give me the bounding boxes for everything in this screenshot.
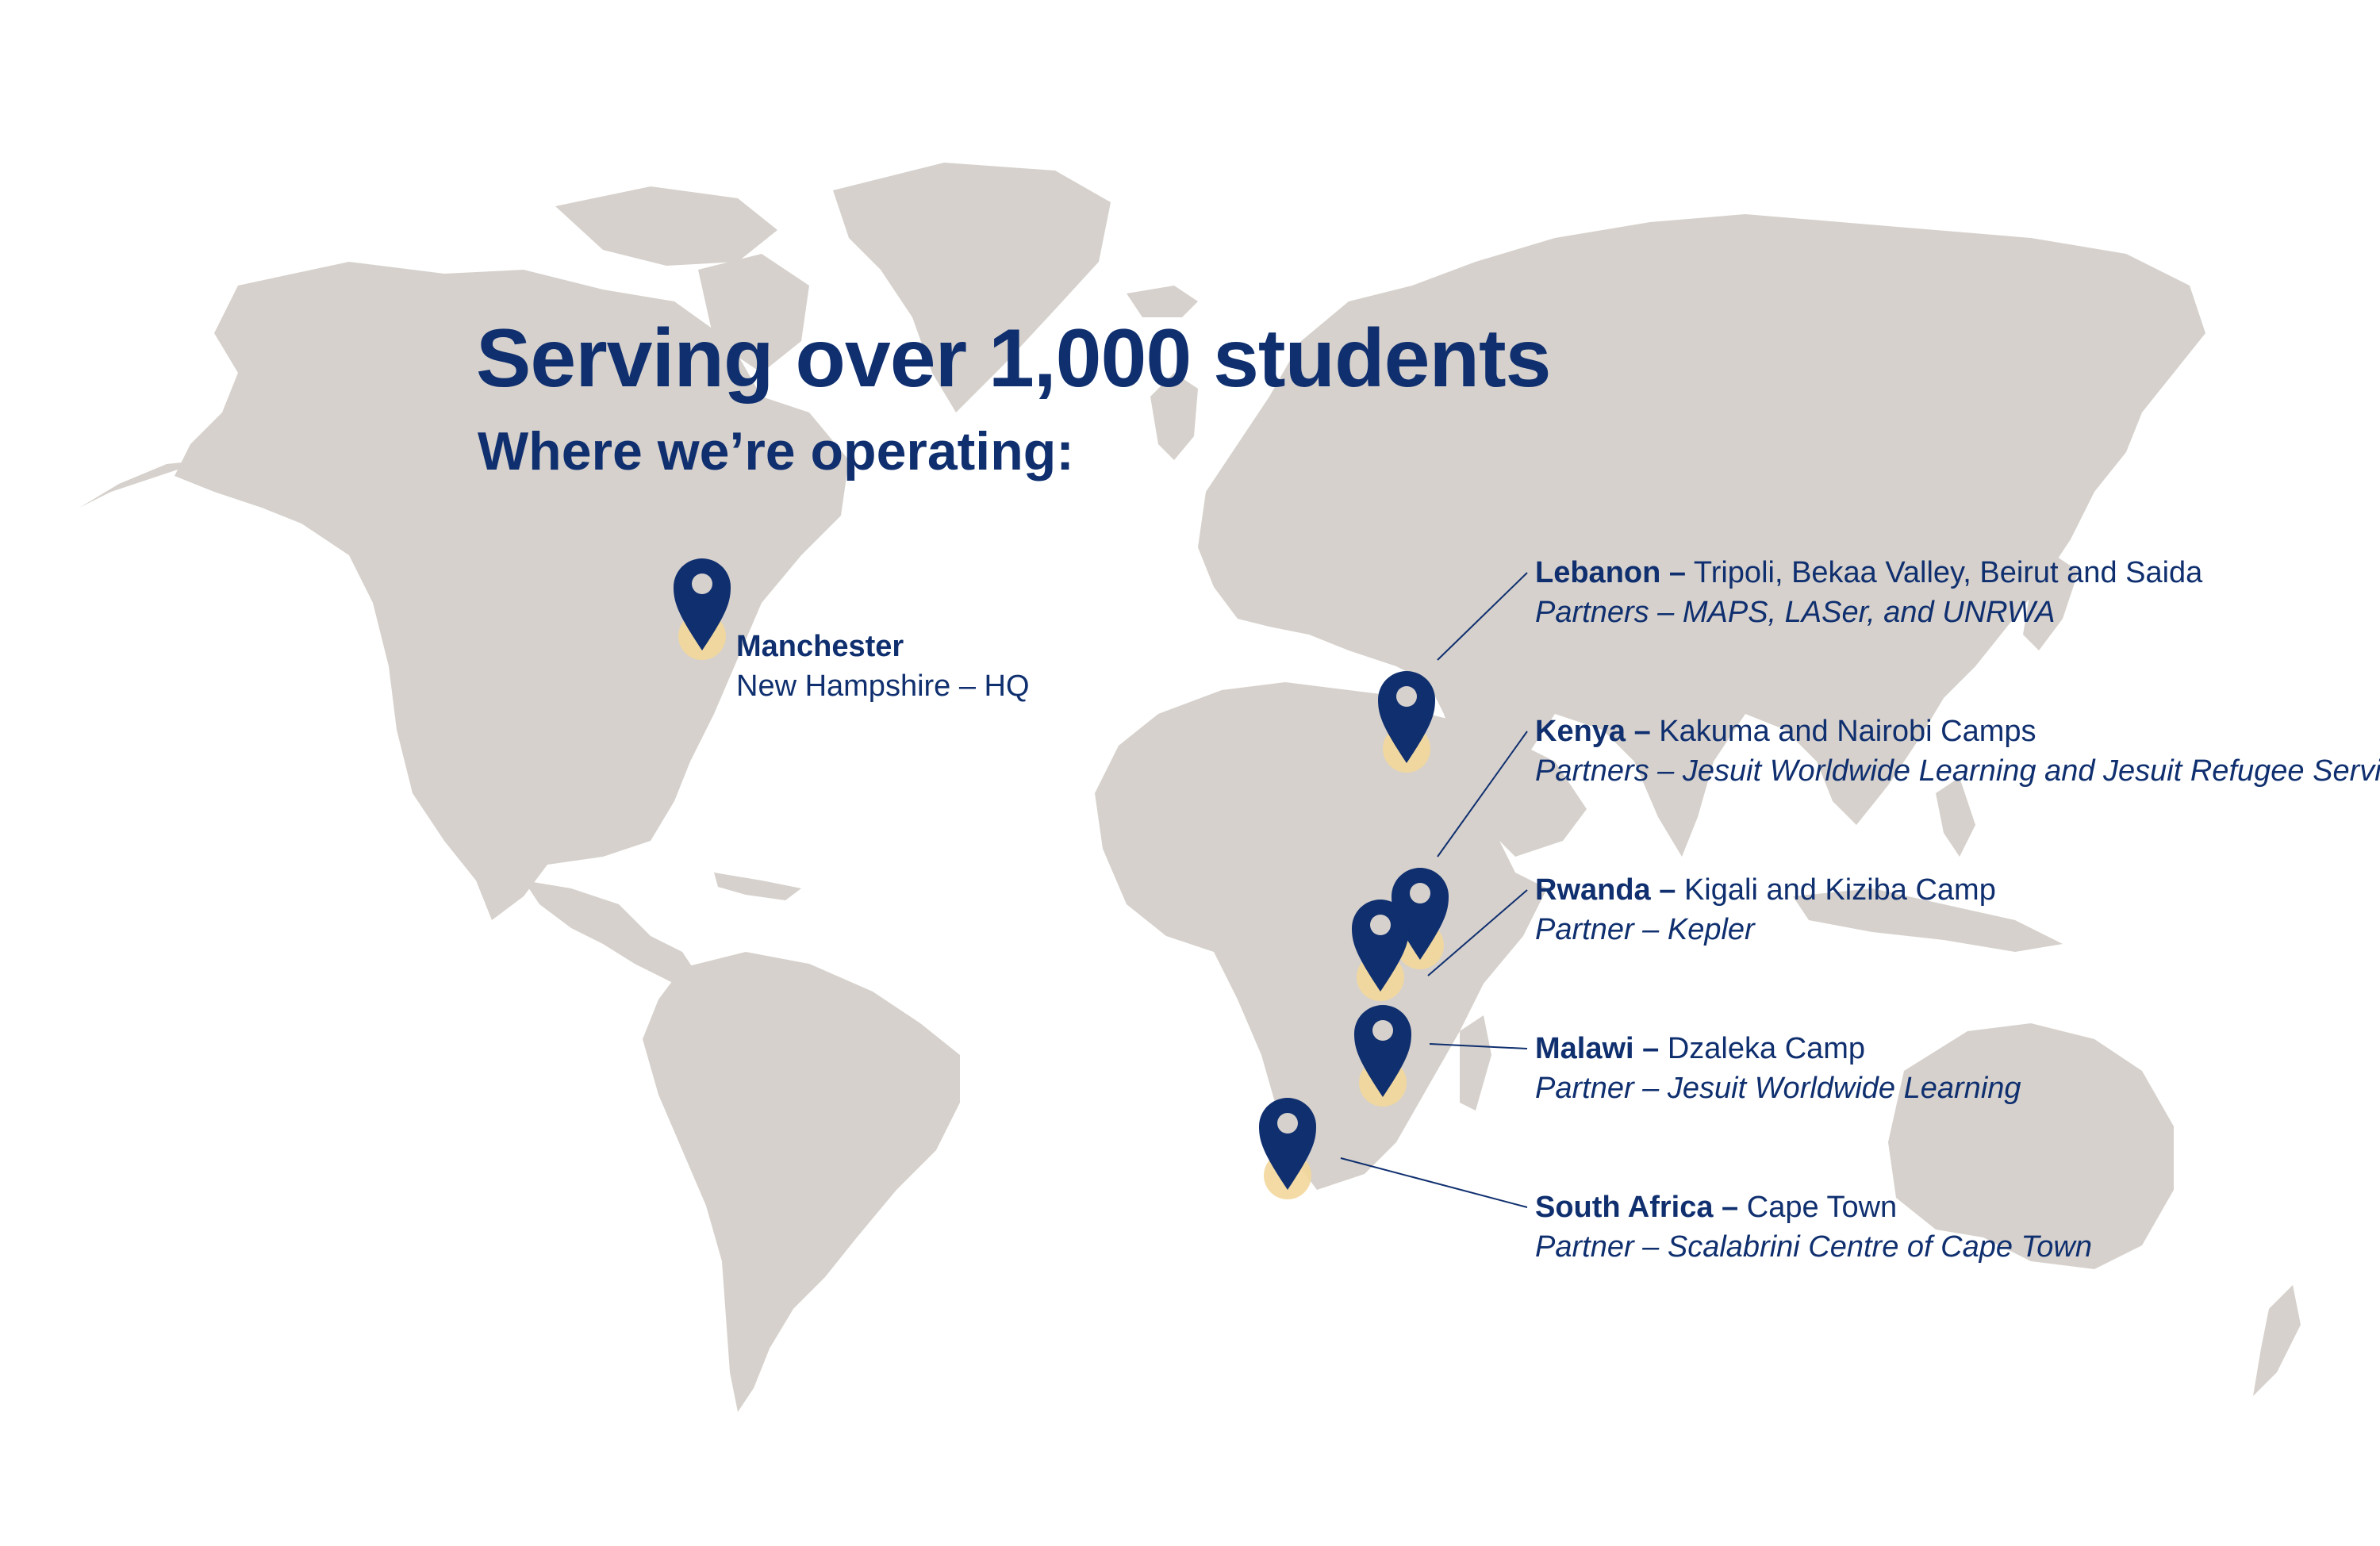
map-pin-icon[interactable] xyxy=(1259,1098,1316,1199)
leader-kenya xyxy=(1437,731,1528,857)
arctic-islands xyxy=(555,186,777,266)
caribbean xyxy=(714,873,801,900)
new-zealand xyxy=(2253,1285,2301,1396)
location-country: Rwanda – xyxy=(1535,873,1676,907)
continents xyxy=(79,163,2301,1412)
madagascar xyxy=(1460,1015,1491,1111)
location-detail: New Hampshire – HQ xyxy=(736,669,1030,703)
iceland xyxy=(1127,286,1198,317)
location-country: Kenya – xyxy=(1535,715,1651,748)
philippines xyxy=(1936,777,1975,857)
south-america xyxy=(643,952,960,1412)
location-country: Lebanon – xyxy=(1535,556,1687,589)
location-partners: Partner – Kepler xyxy=(1535,913,1755,946)
location-label-manchester: Manchester New Hampshire – HQ xyxy=(736,627,1030,706)
eurasia xyxy=(1198,214,2205,857)
location-partners: Partner – Jesuit Worldwide Learning xyxy=(1535,1072,2021,1105)
location-label-rwanda: Rwanda – Kigali and Kiziba Camp Partner … xyxy=(1535,870,1996,949)
page-title: Serving over 1,000 students xyxy=(476,313,1551,405)
location-places: Kakuma and Nairobi Camps xyxy=(1650,715,2036,748)
australia xyxy=(1888,1023,2174,1269)
location-places: Dzaleka Camp xyxy=(1659,1032,1866,1065)
map-pin-icon[interactable] xyxy=(674,558,731,660)
central-america xyxy=(524,880,698,984)
north-america xyxy=(175,262,849,920)
location-partners: Partners – Jesuit Worldwide Learning and… xyxy=(1535,754,2380,788)
greenland xyxy=(833,163,1111,412)
africa xyxy=(1095,682,1547,1190)
location-label-lebanon: Lebanon – Tripoli, Bekaa Valley, Beirut … xyxy=(1535,553,2202,632)
leader-lebanon xyxy=(1437,572,1528,661)
location-country: South Africa – xyxy=(1535,1191,1739,1224)
leader-lines xyxy=(1340,572,1528,1208)
indonesia xyxy=(1793,888,2063,952)
leader-malawi xyxy=(1429,1043,1528,1049)
leader-south-africa xyxy=(1340,1157,1528,1208)
map-pin-icon[interactable] xyxy=(1352,900,1409,1001)
location-label-kenya: Kenya – Kakuma and Nairobi Camps Partner… xyxy=(1535,712,2380,791)
location-partners: Partner – Scalabrini Centre of Cape Town xyxy=(1535,1230,2092,1264)
location-places: Kigali and Kiziba Camp xyxy=(1676,873,1996,907)
location-partners: Partners – MAPS, LASer, and UNRWA xyxy=(1535,596,2056,629)
japan xyxy=(2023,555,2079,650)
leader-rwanda xyxy=(1427,889,1528,976)
location-name: Manchester xyxy=(736,630,904,663)
location-label-malawi: Malawi – Dzaleka Camp Partner – Jesuit W… xyxy=(1535,1029,2021,1108)
page-subtitle: Where we’re operating: xyxy=(478,421,1074,481)
map-pins xyxy=(674,558,1449,1199)
location-country: Malawi – xyxy=(1535,1032,1660,1065)
british-isles xyxy=(1150,373,1198,460)
location-places: Cape Town xyxy=(1738,1191,1898,1224)
location-label-south-africa: South Africa – Cape Town Partner – Scala… xyxy=(1535,1187,2092,1267)
location-places: Tripoli, Bekaa Valley, Beirut and Saida xyxy=(1686,556,2203,589)
arabia xyxy=(1428,714,1587,857)
map-pin-icon[interactable] xyxy=(1354,1005,1411,1107)
map-pin-icon[interactable] xyxy=(1378,671,1435,773)
